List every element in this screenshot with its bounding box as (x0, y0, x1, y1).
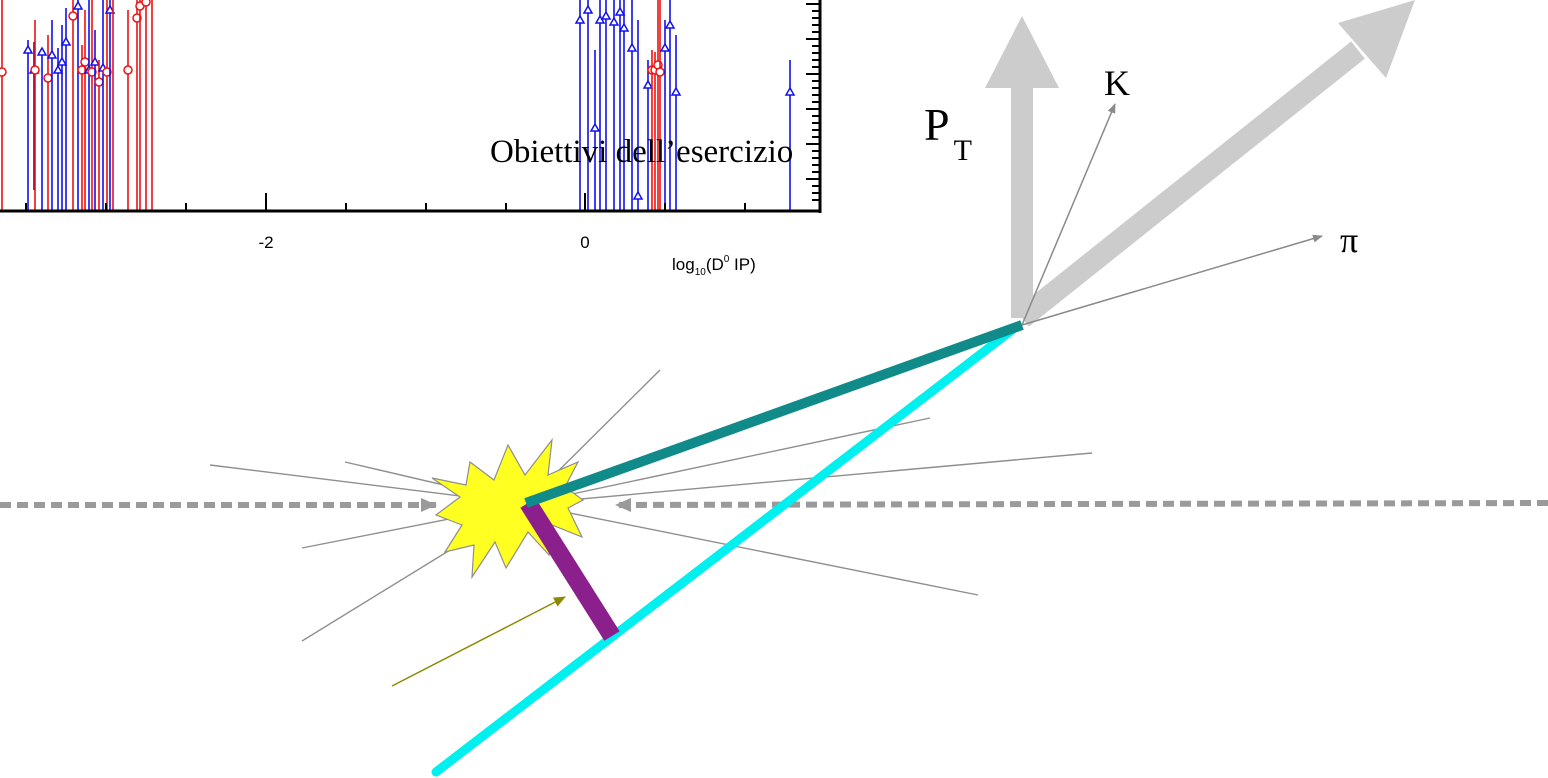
data-point-circle (30, 65, 40, 75)
data-point-triangle (56, 56, 68, 66)
xlabel-sub: 10 (695, 267, 707, 278)
xlabel-suffix: IP) (729, 255, 755, 274)
data-point-triangle (22, 44, 34, 54)
tick-label-minus2: -2 (258, 233, 273, 252)
pt-diagonal-shaft (1015, 41, 1365, 327)
data-point-triangle (614, 6, 626, 16)
decay-daughters (1021, 103, 1323, 326)
plot-right-axis (806, 0, 822, 213)
data-point-triangle (632, 190, 644, 200)
data-point-triangle (626, 42, 638, 52)
data-point-triangle (642, 79, 654, 89)
pt-arrows (985, 0, 1415, 327)
data-point-circle (87, 67, 97, 77)
kaon-label: K (1104, 63, 1130, 103)
xlabel-mid: (D (706, 255, 724, 274)
plot-error-bars (0, 0, 796, 211)
data-point-circle (123, 65, 133, 75)
data-point-circle (132, 13, 142, 23)
data-point-triangle (664, 19, 676, 29)
impact-parameter-segment (520, 498, 620, 641)
tick-label-0: 0 (580, 233, 589, 252)
pt-diagonal-head (1338, 0, 1415, 78)
data-point-triangle (670, 86, 682, 96)
data-point-triangle (52, 64, 64, 74)
data-point-triangle (72, 0, 84, 10)
data-point-triangle (618, 22, 630, 32)
xlabel-log: log (672, 255, 695, 274)
pt-label: PT (924, 99, 972, 167)
pt-label-main: P (924, 99, 950, 150)
data-point-circle (43, 73, 53, 83)
data-point-triangle (600, 10, 612, 20)
slide-title: Obiettivi dell’esercizio (490, 134, 793, 170)
beam-lines (0, 497, 1548, 512)
data-point-triangle (659, 42, 671, 52)
cyan-track (431, 325, 1017, 777)
data-point-circle (141, 0, 151, 7)
pion-track (1021, 234, 1323, 326)
data-point-circle (655, 67, 665, 77)
pt-label-sub: T (954, 134, 972, 167)
pt-vertical-head (985, 16, 1059, 88)
impact-parameter-pointer (391, 596, 566, 687)
plot-bottom-axis (0, 193, 821, 213)
data-point-triangle (46, 49, 58, 59)
data-point-triangle (589, 122, 601, 132)
data-point-circle (0, 67, 7, 77)
xlabel-sup: 0 (724, 254, 730, 265)
data-point-triangle (104, 4, 116, 14)
plot-x-axis-label: log10(D0 IP) (672, 254, 756, 278)
data-point-circle (80, 57, 90, 67)
data-point-triangle (582, 4, 594, 14)
data-point-triangle (36, 46, 48, 56)
beam-right (615, 497, 1548, 512)
pion-label: π (1340, 220, 1358, 260)
data-point-triangle (608, 16, 620, 26)
data-point-circle (68, 11, 78, 21)
plot-fragment: -2 0 log10(D0 IP) (0, 0, 822, 278)
data-point-circle (102, 67, 112, 77)
data-point-circle (94, 77, 104, 87)
data-point-triangle (574, 14, 586, 24)
d0-flight-track (524, 320, 1024, 508)
data-point-triangle (60, 36, 72, 46)
data-point-triangle (89, 56, 101, 66)
kaon-track (1021, 103, 1116, 326)
data-point-triangle (784, 86, 796, 96)
